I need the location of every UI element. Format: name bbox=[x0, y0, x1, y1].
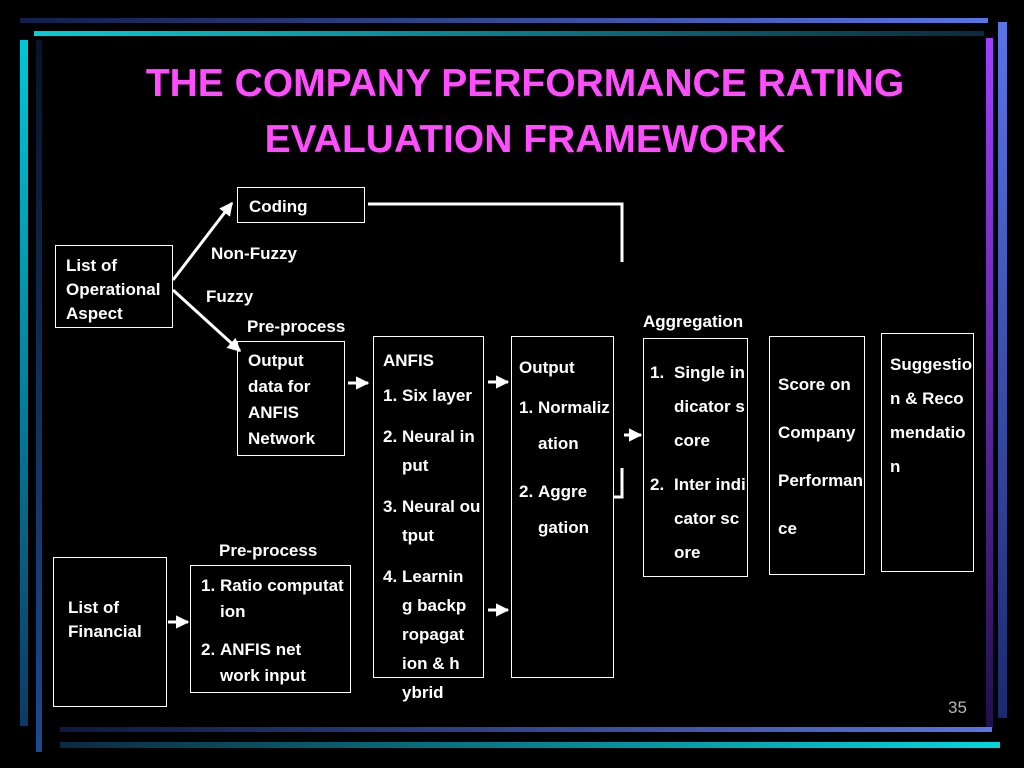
frame-left-inner-bar bbox=[36, 40, 42, 752]
list-item: 1.Single indicator score bbox=[650, 363, 745, 450]
frame-top-cyan-bar bbox=[34, 31, 984, 36]
coding-label: Coding bbox=[249, 197, 308, 216]
aggregation-steps-list: 1.Single indicator score 2.Inter indicat… bbox=[650, 356, 748, 570]
fuzzy-label: Fuzzy bbox=[206, 287, 254, 306]
list-item: 3.Neural output bbox=[383, 497, 481, 545]
list-item: 2.Inter indicator score bbox=[650, 475, 746, 562]
financial-steps-list: 1.Ratio computation 2.ANFIS network inpu… bbox=[201, 573, 349, 689]
financial-box: List of Financial bbox=[53, 557, 167, 707]
anfis-steps-list: 1.Six layer 2.Neural input 3.Neural outp… bbox=[383, 381, 485, 707]
frame-bottom-bar bbox=[60, 727, 992, 732]
financial-steps-box: 1.Ratio computation 2.ANFIS network inpu… bbox=[190, 565, 351, 693]
suggestion-box: Suggestion & Recomendation bbox=[881, 333, 974, 572]
list-item: 2.Neural input bbox=[383, 427, 475, 475]
coding-box: Coding bbox=[237, 187, 365, 223]
list-item: 1.Six layer bbox=[383, 386, 472, 405]
list-item: 1.Ratio computation bbox=[201, 576, 344, 621]
operational-aspect-box: List of Operational Aspect bbox=[55, 245, 173, 328]
frame-right-violet-bar bbox=[986, 38, 993, 728]
list-item: 2.ANFIS network input bbox=[201, 640, 306, 685]
output-steps-list: 1.Normalization 2.Aggregation bbox=[519, 390, 613, 546]
frame-bottom-cyan-bar bbox=[60, 742, 1000, 748]
anfis-output-data-label: Output data for ANFIS Network bbox=[248, 351, 316, 448]
operational-aspect-label: List of Operational Aspect bbox=[66, 256, 161, 323]
suggestion-label: Suggestion & Recomendation bbox=[890, 355, 973, 476]
list-item: 1.Normalization bbox=[519, 398, 610, 453]
anfis-box: ANFIS 1.Six layer 2.Neural input 3.Neura… bbox=[373, 336, 484, 702]
non-fuzzy-label: Non-Fuzzy bbox=[211, 244, 297, 263]
output-box: Output 1.Normalization 2.Aggregation bbox=[511, 336, 614, 678]
frame-right-blue-bar bbox=[998, 22, 1007, 718]
score-label: Score on Company Performance bbox=[778, 375, 864, 538]
aggregation-label: Aggregation bbox=[643, 312, 744, 331]
preprocess-label-bottom: Pre-process bbox=[219, 541, 318, 560]
list-item: 4.Learning backpropagation & hybrid bbox=[383, 567, 467, 702]
preprocess-label-top: Pre-process bbox=[247, 317, 346, 336]
slide-number: 35 bbox=[948, 698, 967, 717]
score-box: Score on Company Performance bbox=[769, 336, 865, 575]
slide-title: THE COMPANY PERFORMANCE RATING EVALUATIO… bbox=[145, 62, 905, 161]
aggregation-box: 1.Single indicator score 2.Inter indicat… bbox=[643, 338, 748, 577]
anfis-output-data-box: Output data for ANFIS Network bbox=[237, 341, 345, 456]
frame-left-bar bbox=[20, 40, 28, 726]
financial-label: List of Financial bbox=[68, 598, 142, 641]
list-item: 2.Aggregation bbox=[519, 482, 589, 537]
anfis-title: ANFIS bbox=[383, 351, 434, 370]
frame-top-bar bbox=[20, 18, 988, 23]
output-title: Output bbox=[519, 358, 575, 377]
